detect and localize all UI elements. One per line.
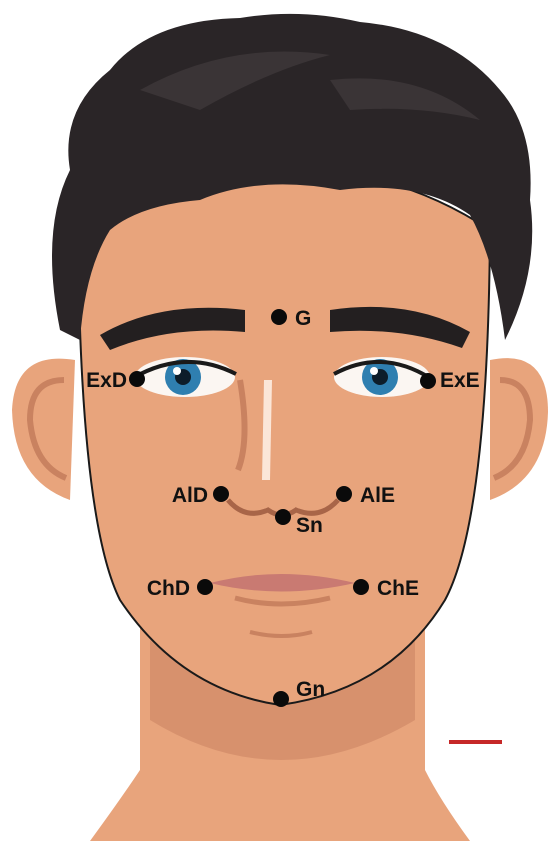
landmark-point [420,373,436,389]
landmark-label: G [295,307,311,330]
landmark-label: ExD [86,369,127,392]
landmark-label: ChD [147,577,190,600]
left-eye-highlight [370,367,378,375]
landmark-point [336,486,352,502]
landmark-label: AlE [360,484,395,507]
landmark-point [197,579,213,595]
right-eye-highlight [173,367,181,375]
landmark-point [213,486,229,502]
landmark-point [273,691,289,707]
landmark-point [129,371,145,387]
face [78,165,490,705]
landmark-label: AlD [172,484,208,507]
landmark-point [271,309,287,325]
landmark-label: Gn [296,678,325,701]
landmark-label: ExE [440,369,480,392]
landmark-label: ChE [377,577,419,600]
landmark-point [275,509,291,525]
landmark-label: Sn [296,514,323,537]
landmark-point [353,579,369,595]
